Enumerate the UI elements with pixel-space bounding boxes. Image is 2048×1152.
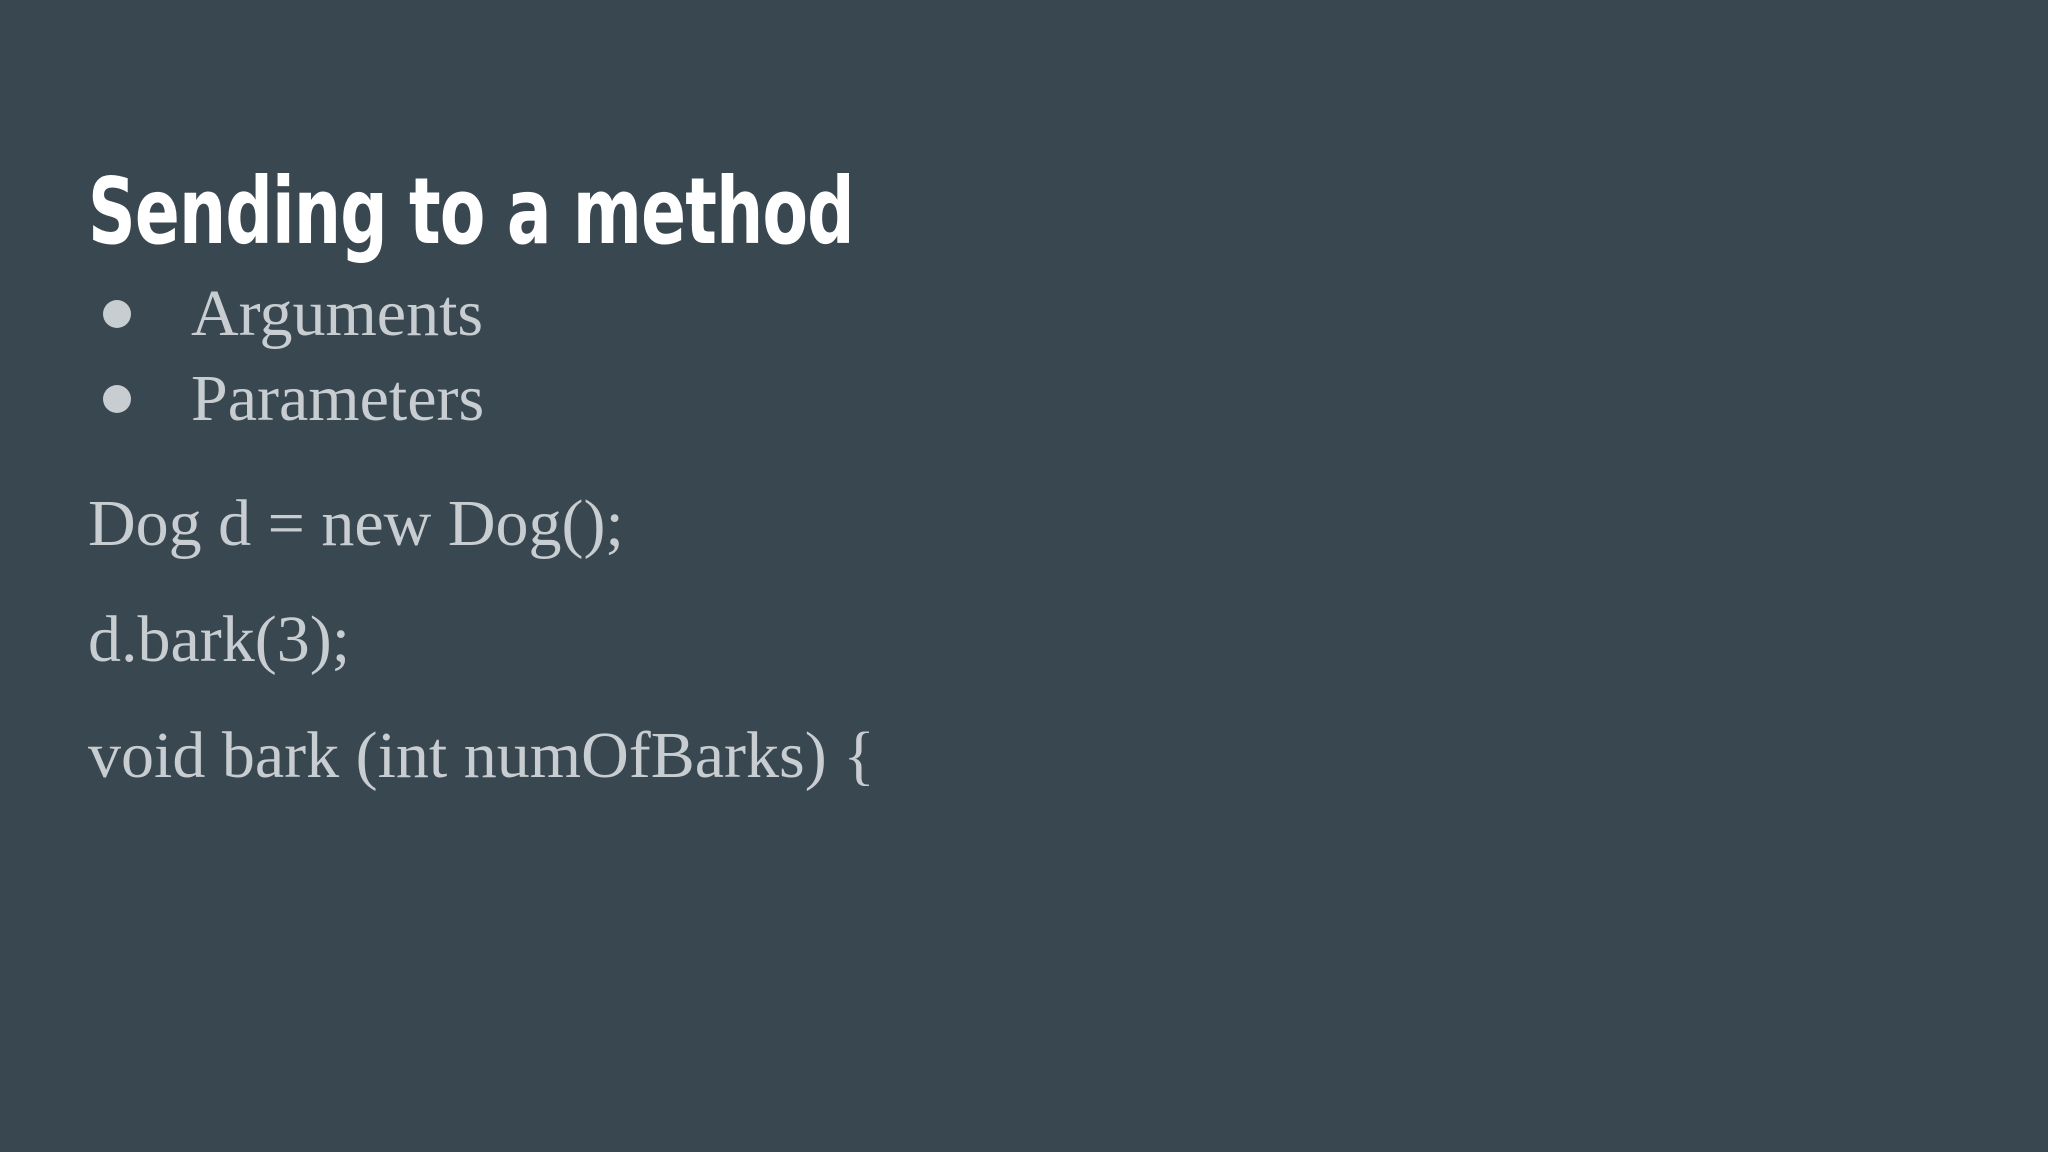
page-title: Sending to a method — [88, 157, 855, 265]
code-block: Dog d = new Dog(); d.bark(3); void bark … — [88, 487, 1888, 793]
list-item: Parameters — [88, 361, 1888, 436]
code-line-invocation: d.bark(3); — [88, 603, 351, 677]
code-line-declaration: Dog d = new Dog(); — [88, 487, 624, 561]
bullet-dot-icon — [103, 384, 131, 413]
slide-body: Arguments Parameters Dog d = new Dog(); … — [88, 277, 1888, 793]
bullet-list: Arguments Parameters — [88, 277, 1888, 436]
bullet-label: Arguments — [191, 277, 484, 350]
bullet-label: Parameters — [191, 361, 485, 435]
list-item: Arguments — [88, 277, 1888, 351]
bullet-dot-icon — [103, 300, 131, 329]
code-line-method-signature: void bark (int numOfBarks) { — [88, 719, 875, 792]
